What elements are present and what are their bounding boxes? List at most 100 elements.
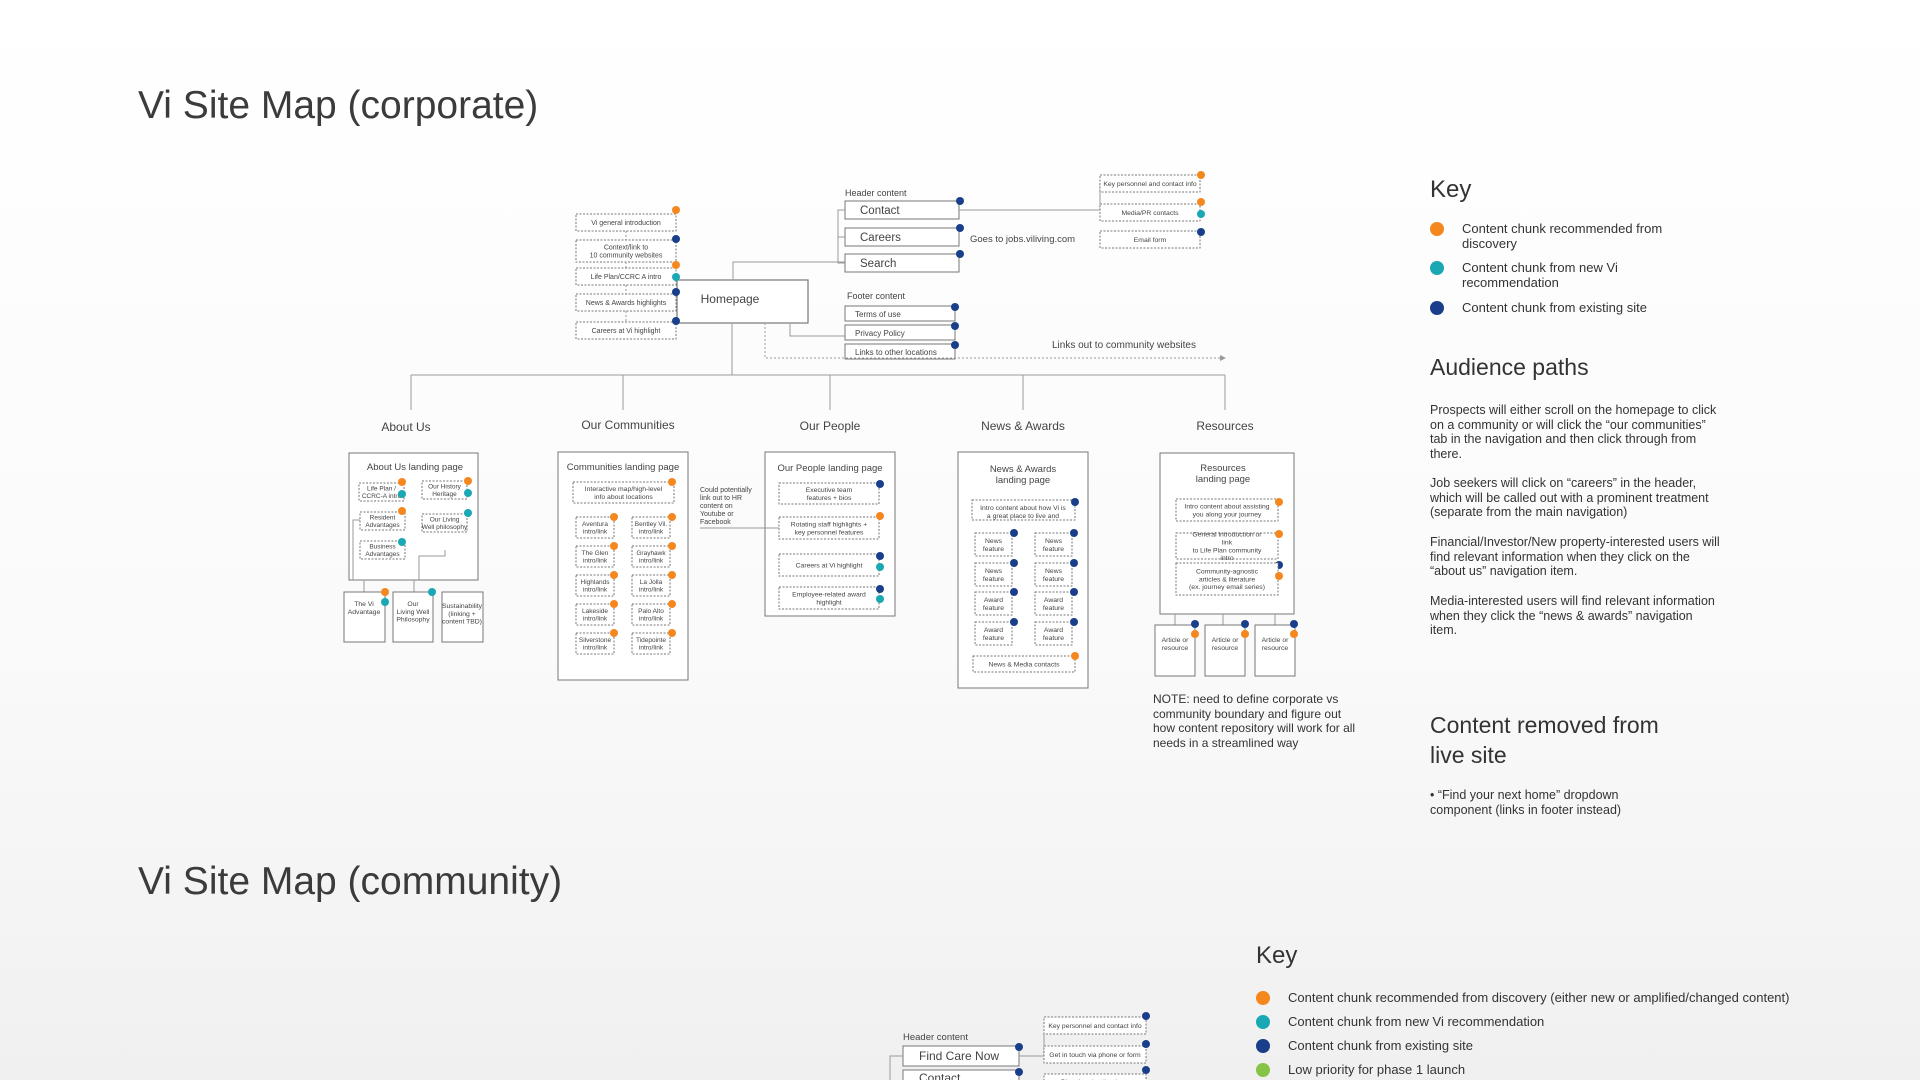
footer-item-label: Privacy Policy <box>855 329 905 338</box>
homepage-chunk <box>575 213 677 232</box>
key2-label: Content chunk from new Vi recommendation <box>1288 1014 1545 1029</box>
chunk-label: Bentley Vil.intro/link <box>635 521 668 535</box>
navy-dot-icon <box>1010 559 1018 567</box>
chunk-label: Key personnel and contact info <box>1048 1023 1142 1030</box>
navy-dot-icon <box>1197 228 1205 236</box>
orange-dot-icon <box>1430 222 1444 236</box>
section-our-communities: Our Communities <box>581 418 674 432</box>
navy-dot-icon <box>1070 588 1078 596</box>
key2-label: Content chunk from existing site <box>1288 1038 1473 1053</box>
section-our-people: Our People <box>800 419 861 433</box>
community-header-item-box <box>902 1069 1020 1080</box>
orange-dot-icon <box>672 206 680 214</box>
about-landing-label: About Us landing page <box>367 462 463 473</box>
orange-dot-icon <box>876 512 884 520</box>
orange-dot-icon <box>672 261 680 269</box>
communities-map-chunk <box>572 481 675 504</box>
audience-paragraph: Prospects will either scroll on the home… <box>1430 403 1717 461</box>
orange-dot-icon <box>668 600 676 608</box>
orange-dot-icon <box>610 542 618 550</box>
navy-dot-icon <box>876 552 884 560</box>
navy-dot-icon <box>1191 620 1199 628</box>
key2-item-navy: Content chunk from existing site <box>1256 1038 1473 1053</box>
chunk-label: Email form <box>1134 237 1167 244</box>
homepage-label: Homepage <box>701 292 760 306</box>
header-content-label: Header content <box>845 188 907 198</box>
teal-dot-icon <box>876 563 884 571</box>
key2-item-green: Low priority for phase 1 launch <box>1256 1062 1465 1077</box>
navy-dot-icon <box>951 303 959 311</box>
audience-paragraph: Job seekers will click on “careers” in t… <box>1430 476 1709 519</box>
news-contacts-chunk <box>972 655 1076 673</box>
chunk-label: Get in touch via phone or form <box>1049 1052 1141 1059</box>
news-feature-chunk <box>1034 621 1073 646</box>
page-title-community: Vi Site Map (community) <box>138 860 563 903</box>
orange-dot-icon <box>668 571 676 579</box>
community-chunk <box>575 545 615 568</box>
key-title: Key <box>1430 176 1472 203</box>
section-about-us: About Us <box>381 420 430 434</box>
orange-dot-icon <box>464 477 472 485</box>
navy-dot-icon <box>1241 620 1249 628</box>
content-removed-item: • “Find your next home” dropdown compone… <box>1430 788 1622 817</box>
navy-dot-icon <box>1142 1040 1150 1048</box>
navy-dot-icon <box>1015 1068 1023 1076</box>
community-chunk <box>631 545 671 568</box>
news-feature-chunk <box>1034 532 1073 557</box>
audience-paths-title: Audience paths <box>1430 354 1589 380</box>
boundary-note: NOTE: need to define corporate vs commun… <box>1153 692 1356 750</box>
navy-dot-icon <box>1290 620 1298 628</box>
footer-content-label: Footer content <box>847 291 906 301</box>
navy-dot-icon <box>956 224 964 232</box>
navy-dot-icon <box>1010 588 1018 596</box>
key2-title: Key <box>1256 942 1298 969</box>
navy-dot-icon <box>1010 618 1018 626</box>
header-connector <box>837 209 845 238</box>
people-chunk <box>778 553 880 577</box>
chunk-label: Life Plan /CCRC-A intro <box>362 486 402 500</box>
teal-dot-icon <box>1430 261 1444 275</box>
navy-dot-icon <box>956 250 964 258</box>
navy-dot-icon <box>876 585 884 593</box>
navy-dot-icon <box>1070 529 1078 537</box>
orange-dot-icon <box>1275 572 1283 580</box>
community-header-item-label: Contact <box>919 1071 961 1080</box>
resources-chunk <box>1175 498 1279 522</box>
resource-article-box <box>1254 624 1296 677</box>
orange-dot-icon <box>668 542 676 550</box>
teal-dot-icon <box>398 538 406 546</box>
navy-dot-icon <box>956 197 964 205</box>
navy-dot-icon <box>672 288 680 296</box>
footer-item-label: Terms of use <box>855 310 901 319</box>
key2-label: Low priority for phase 1 launch <box>1288 1062 1466 1077</box>
community-contact-chunk <box>1043 1073 1147 1080</box>
chunk-label: Careers at Vi highlight <box>796 562 863 569</box>
homepage-chunk <box>575 293 677 312</box>
links-out-label: Links out to community websites <box>1052 340 1196 351</box>
navy-dot-icon <box>1142 1066 1150 1074</box>
community-chunk <box>631 603 671 626</box>
navy-dot-icon <box>1430 301 1444 315</box>
navy-dot-icon <box>1071 498 1079 506</box>
footer-item-box <box>844 343 956 360</box>
about-subpage-box <box>441 591 484 643</box>
orange-dot-icon <box>668 513 676 521</box>
chunk-label: Vi general introduction <box>591 220 661 227</box>
key-item-teal: Content chunk from new Vi recommendation <box>1430 260 1690 290</box>
